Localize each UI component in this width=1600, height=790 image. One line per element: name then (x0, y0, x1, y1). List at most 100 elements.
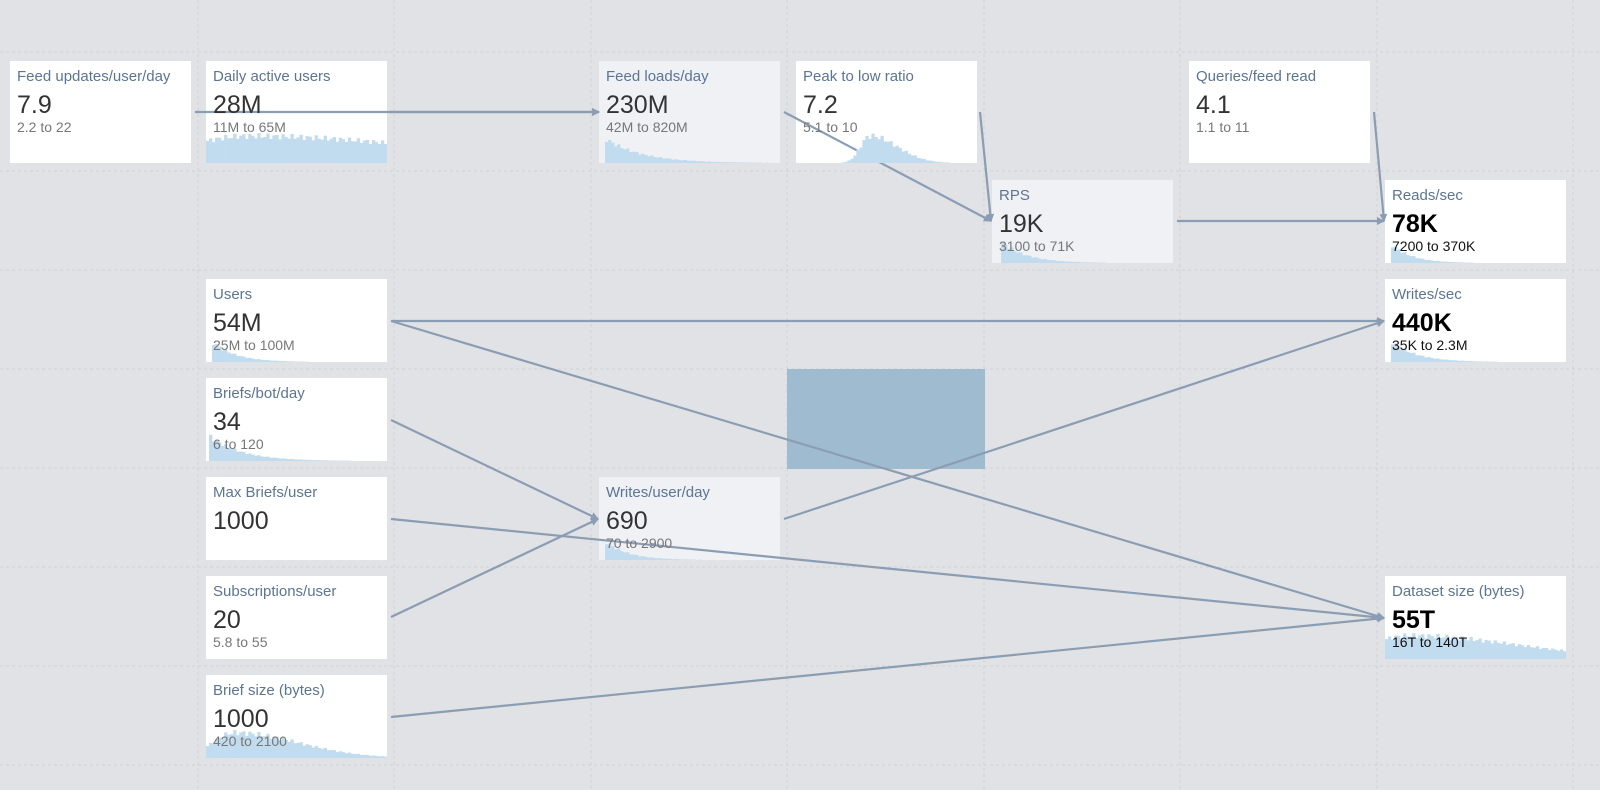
histogram-bar (1418, 355, 1422, 362)
histogram-bar (644, 154, 648, 163)
histogram-bar (1481, 642, 1485, 659)
histogram-bar (695, 161, 699, 163)
histogram-bar (281, 737, 285, 758)
histogram-bar (1001, 241, 1005, 263)
histogram-bar (1421, 355, 1425, 362)
histogram-bar (668, 558, 672, 560)
histogram-bar (1055, 260, 1059, 263)
node-queries-feed-read[interactable]: Queries/feed read 4.1 1.1 to 11 (1189, 61, 1370, 163)
node-feed-loads[interactable]: Feed loads/day 230M 42M to 820M (599, 61, 780, 163)
histogram-bar (251, 358, 255, 362)
histogram-bar (1040, 259, 1044, 263)
histogram-bar (212, 142, 216, 163)
histogram-bar (356, 753, 361, 758)
node-max-briefs-user[interactable]: Max Briefs/user 1000 (206, 477, 387, 560)
histogram-bar (922, 159, 927, 163)
histogram-bar (653, 558, 657, 560)
histogram-bar (919, 158, 923, 163)
histogram-bar (647, 156, 651, 163)
node-title: Brief size (bytes) (213, 682, 325, 699)
histogram-bar (1433, 260, 1437, 263)
histogram-bar (278, 139, 282, 163)
histogram-bar (1448, 262, 1452, 263)
node-rps[interactable]: RPS 19K 3100 to 71K (992, 180, 1173, 263)
histogram-bar (898, 147, 902, 163)
histogram-bar (698, 161, 702, 163)
edge-briefs-bot-day-to-writes-user-day (390, 419, 599, 520)
histogram-bar (257, 455, 261, 461)
histogram-bar (713, 161, 717, 163)
histogram-bar (269, 360, 273, 362)
node-writes-user-day[interactable]: Writes/user/day 690 70 to 2900 (599, 477, 780, 560)
histogram-bar (1418, 258, 1422, 263)
histogram-bar (1019, 252, 1023, 263)
histogram-bar (236, 138, 240, 163)
node-briefs-bot-day[interactable]: Briefs/bot/day 34 6 to 120 (206, 378, 387, 461)
histogram-bar (257, 732, 261, 758)
histogram-bar (227, 138, 231, 163)
histogram-bar (224, 444, 228, 461)
node-dataset-size[interactable]: Dataset size (bytes) 55T 16T to 140T (1385, 576, 1566, 659)
histogram-bar (239, 356, 243, 362)
node-feed-updates[interactable]: Feed updates/user/day 7.9 2.2 to 22 (10, 61, 191, 163)
histogram-bar (284, 136, 288, 163)
histogram-bar (1403, 633, 1407, 659)
node-value: 1000 (213, 705, 269, 733)
node-peak-to-low[interactable]: Peak to low ratio 7.2 5.1 to 10 (796, 61, 977, 163)
histogram-bar (1553, 649, 1558, 659)
histogram-bar (221, 738, 225, 758)
histogram-bar (1493, 640, 1497, 659)
node-title: Reads/sec (1392, 187, 1463, 204)
histogram-bar (341, 752, 346, 758)
histogram-bar (859, 147, 863, 163)
histogram-bar (1436, 260, 1440, 263)
histogram-bar (374, 755, 379, 758)
histogram-bar (359, 143, 364, 163)
histogram-bar (1544, 647, 1549, 659)
node-reads-sec[interactable]: Reads/sec 78K 7200 to 370K (1385, 180, 1566, 263)
histogram-bar (892, 146, 896, 163)
histogram-bar (293, 743, 297, 758)
node-writes-sec[interactable]: Writes/sec 440K 35K to 2.3M (1385, 279, 1566, 362)
histogram-bar (1502, 641, 1506, 659)
node-range: 5.8 to 55 (213, 634, 268, 650)
histogram-bar (248, 357, 252, 362)
node-brief-size[interactable]: Brief size (bytes) 1000 420 to 2100 (206, 675, 387, 758)
histogram-bar (1022, 255, 1026, 263)
histogram-bar (1454, 360, 1458, 362)
histogram-bar (1397, 346, 1401, 362)
histogram-bar (284, 361, 288, 362)
histogram-bar (278, 740, 282, 758)
histogram-bar (353, 754, 358, 758)
histogram-bar (362, 140, 367, 163)
histogram-bar (323, 135, 327, 163)
histogram-bar (221, 350, 225, 362)
histogram-bar (928, 160, 933, 163)
node-title: Writes/sec (1392, 286, 1462, 303)
histogram-bar (731, 162, 736, 163)
distribution-histogram (1391, 343, 1497, 362)
node-users[interactable]: Users 54M 25M to 100M (206, 279, 387, 362)
histogram-bar (1004, 244, 1008, 263)
histogram-bar (1439, 637, 1443, 659)
node-daily-active-users[interactable]: Daily active users 28M 11M to 65M (206, 61, 387, 163)
histogram-bar (1451, 262, 1455, 263)
histogram-bar (299, 134, 303, 163)
distribution-histogram (605, 543, 702, 560)
histogram-bar (865, 135, 869, 163)
histogram-bar (629, 152, 633, 163)
histogram-bar (671, 159, 675, 163)
histogram-bar (302, 459, 306, 461)
histogram-bar (302, 745, 306, 758)
node-subscriptions-user[interactable]: Subscriptions/user 20 5.8 to 55 (206, 576, 387, 659)
histogram-bar (332, 750, 337, 758)
histogram-bar (1529, 647, 1534, 659)
histogram-bar (1442, 637, 1446, 659)
histogram-bar (707, 161, 711, 163)
histogram-bar (716, 161, 720, 163)
node-range: 7200 to 370K (1392, 238, 1476, 254)
histogram-bar (662, 158, 666, 163)
node-title: Subscriptions/user (213, 583, 337, 600)
histogram-bar (1433, 358, 1437, 362)
